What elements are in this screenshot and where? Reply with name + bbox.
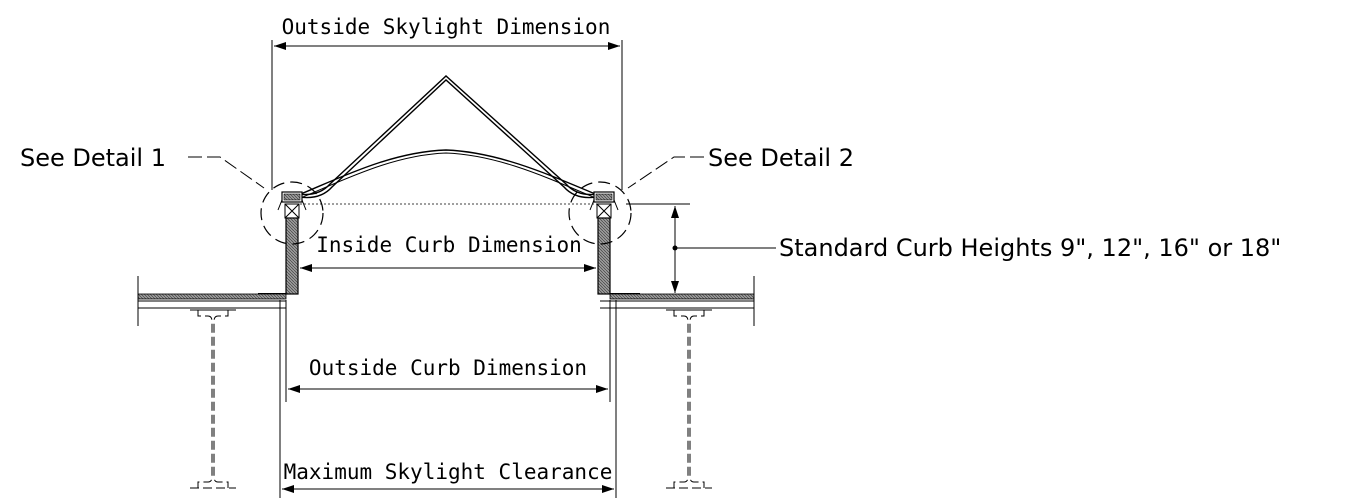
roof-deck-right [600, 276, 755, 326]
outside-curb-dimension: Outside Curb Dimension [285, 300, 611, 402]
right-frame-flanges [589, 199, 619, 211]
i-beam-left-outline [197, 310, 229, 488]
outside-skylight-dimension-label: Outside Skylight Dimension [282, 15, 611, 39]
inside-curb-dimension: Inside Curb Dimension [300, 233, 596, 272]
left-frame-extrusion [283, 193, 301, 201]
skylight-dome [291, 75, 605, 200]
pyramid-inner-glazing [293, 79, 603, 199]
arched-inner-dome [295, 149, 601, 197]
i-beam-left [190, 309, 236, 489]
standard-curb-heights-label: Standard Curb Heights 9", 12", 16" or 18… [779, 234, 1281, 262]
left-curb-wall [285, 217, 299, 295]
right-curb-wall [597, 217, 611, 295]
right-curb [589, 191, 640, 295]
see-detail-2-label: See Detail 2 [708, 144, 854, 172]
pyramid-outer-glazing [291, 75, 605, 196]
curb-height-dimension: Standard Curb Heights 9", 12", 16" or 18… [626, 203, 1281, 293]
left-nailer-cross [284, 203, 300, 219]
maximum-skylight-clearance-label: Maximum Skylight Clearance [284, 460, 613, 484]
inside-curb-dimension-label: Inside Curb Dimension [316, 233, 582, 257]
detail-2-leader [627, 156, 704, 189]
i-beam-right-outline [673, 310, 705, 488]
right-frame-extrusion [595, 193, 613, 201]
i-beam-right [666, 309, 712, 489]
detail-2-callout: See Detail 2 [568, 144, 854, 245]
outside-skylight-dimension: Outside Skylight Dimension [271, 15, 623, 190]
roof-deck-left [137, 276, 287, 326]
roof-membrane-right [609, 293, 755, 300]
left-frame-flanges [277, 199, 307, 211]
arched-inner-dome-edge [297, 152, 599, 200]
maximum-skylight-clearance: Maximum Skylight Clearance [279, 300, 617, 498]
detail-2-circle [568, 181, 632, 245]
left-curb [258, 191, 307, 295]
detail-1-leader [188, 156, 265, 189]
detail-1-circle [260, 181, 324, 245]
right-nailer-cross [596, 203, 612, 219]
roof-membrane-left [137, 293, 287, 300]
see-detail-1-label: See Detail 1 [20, 144, 166, 172]
detail-1-callout: See Detail 1 [20, 144, 324, 245]
outside-curb-dimension-label: Outside Curb Dimension [309, 356, 587, 380]
